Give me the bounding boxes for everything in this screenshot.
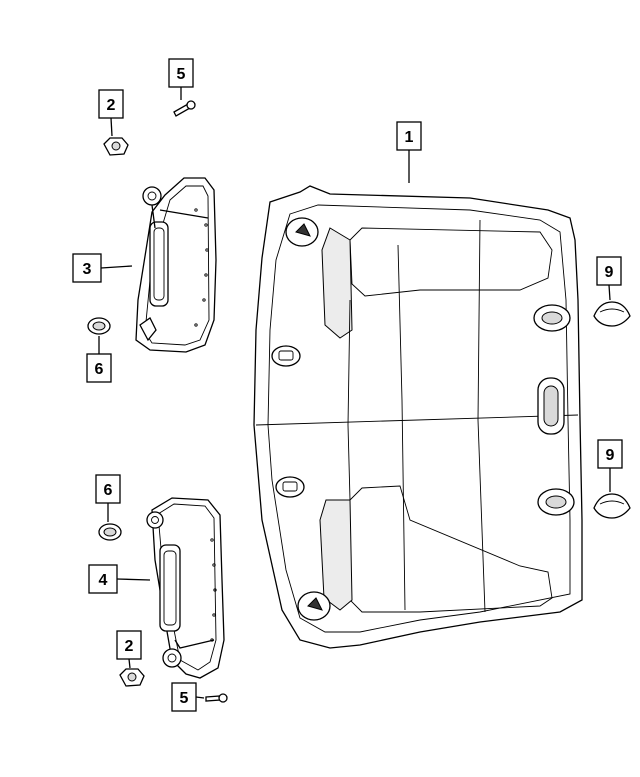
svg-text:9: 9 — [606, 447, 615, 464]
callout-5-lower-screw: 5 — [171, 682, 197, 712]
callout-5-upper-screw: 5 — [168, 58, 194, 88]
visor-hook-upper — [87, 317, 111, 335]
svg-text:2: 2 — [107, 97, 116, 114]
visor-clip-upper — [103, 137, 129, 156]
callout-4-right-visor: 4 — [88, 564, 118, 594]
sun-visor-right — [146, 497, 225, 679]
headliner-panel — [253, 185, 583, 649]
callout-3-left-visor: 3 — [72, 253, 102, 283]
callout-9-lower-retainer: 9 — [597, 439, 623, 469]
visor-clip-lower — [119, 668, 145, 687]
screw-upper — [173, 100, 196, 117]
svg-text:2: 2 — [125, 638, 134, 655]
svg-text:9: 9 — [605, 264, 614, 281]
screw-lower — [205, 693, 228, 703]
callout-1-headliner: 1 — [396, 121, 422, 151]
callout-9-upper-retainer: 9 — [596, 256, 622, 286]
retainer-lower — [593, 493, 631, 519]
svg-text:1: 1 — [405, 129, 414, 146]
callout-6-lower-hook: 6 — [95, 474, 121, 504]
retainer-upper — [593, 301, 631, 327]
svg-text:6: 6 — [95, 361, 104, 378]
headliner-visor-mount-rear — [297, 591, 331, 621]
headliner-clip-pockets — [271, 345, 305, 498]
visor-hook-lower — [98, 523, 122, 541]
svg-text:6: 6 — [104, 482, 113, 499]
callout-6-upper-hook: 6 — [86, 353, 112, 383]
svg-text:5: 5 — [180, 690, 189, 707]
callout-2-lower-clip: 2 — [116, 630, 142, 660]
leader-lines — [98, 87, 611, 699]
callout-2-upper-clip: 2 — [98, 89, 124, 119]
svg-text:3: 3 — [83, 261, 92, 278]
svg-text:4: 4 — [99, 572, 108, 589]
svg-text:5: 5 — [177, 66, 186, 83]
headliner-right-pockets — [533, 304, 575, 516]
sun-visor-left — [135, 177, 217, 353]
headliner-visor-mount-front — [285, 217, 319, 247]
